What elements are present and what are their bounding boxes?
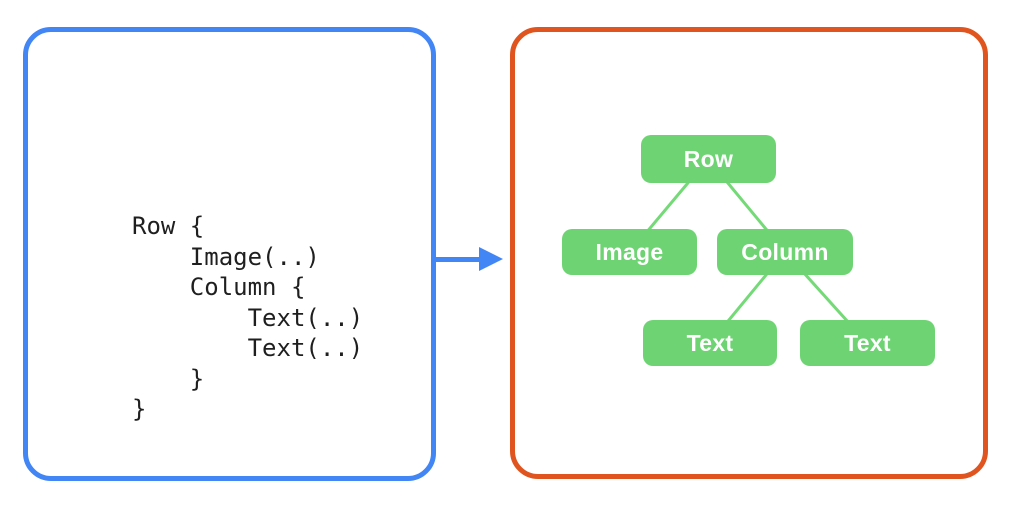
tree-node-label: Column	[741, 238, 829, 265]
tree-node-label: Text	[844, 329, 891, 356]
tree-node-row: Row	[641, 135, 776, 183]
tree-node-image: Image	[562, 229, 697, 275]
tree-node-label: Row	[683, 145, 734, 172]
code-panel: Row { Image(..) Column { Text(..) Text(.…	[23, 27, 436, 481]
tree-node-label: Image	[595, 238, 664, 265]
tree-node-text-1: Text	[643, 320, 777, 366]
tree-node-text-2: Text	[800, 320, 935, 366]
tree-node-column: Column	[717, 229, 853, 275]
tree-node-label: Text	[686, 329, 734, 356]
arrow-right-icon	[479, 247, 503, 271]
arrow-right-shaft	[433, 257, 482, 262]
compose-code-snippet: Row { Image(..) Column { Text(..) Text(.…	[132, 212, 364, 423]
